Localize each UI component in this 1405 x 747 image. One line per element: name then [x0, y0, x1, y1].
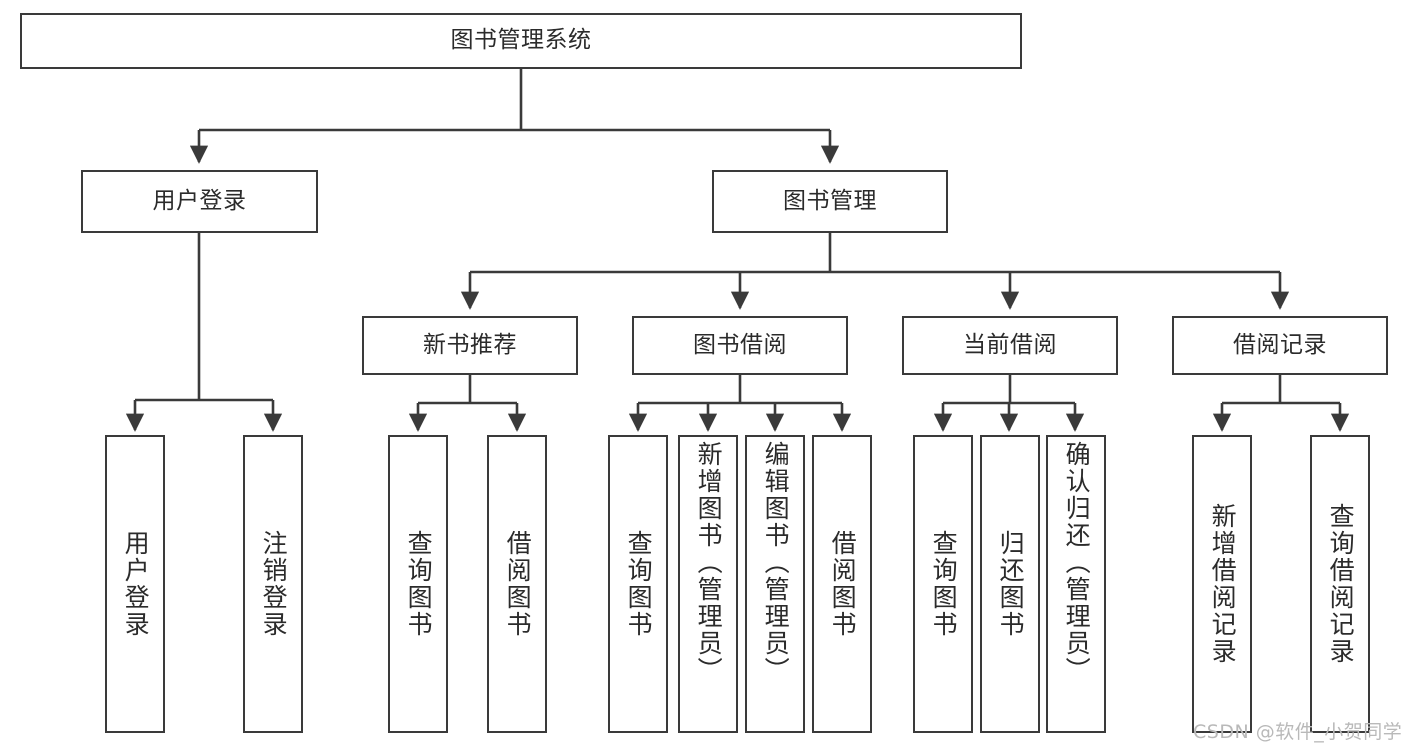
node-label: 图书管理系统: [450, 27, 592, 54]
leaf-user-login[interactable]: 用户登录: [105, 435, 165, 733]
node-label: 借阅图书: [503, 530, 533, 638]
node-label: 用户登录: [152, 187, 247, 214]
node-label: 注销登录: [259, 530, 289, 638]
node-label: 归还图书: [996, 530, 1026, 638]
node-label: 查询图书: [929, 530, 959, 638]
node-label: 查询借阅记录: [1326, 503, 1356, 665]
leaf-borrow-book[interactable]: 借阅图书: [812, 435, 872, 733]
leaf-query-borrow-record[interactable]: 查询借阅记录: [1310, 435, 1370, 733]
node-label: 确认归还（管理员）: [1062, 441, 1092, 684]
node-label: 编辑图书（管理员）: [761, 441, 791, 684]
node-label: 当前借阅: [963, 331, 1057, 358]
node-label: 新书推荐: [423, 331, 517, 358]
node-root-system[interactable]: 图书管理系统: [20, 13, 1022, 69]
node-current-borrow[interactable]: 当前借阅: [902, 316, 1118, 375]
node-new-book-recommend[interactable]: 新书推荐: [362, 316, 578, 375]
node-label: 借阅图书: [828, 530, 858, 638]
leaf-confirm-return-admin[interactable]: 确认归还（管理员）: [1046, 435, 1106, 733]
node-borrow-record[interactable]: 借阅记录: [1172, 316, 1388, 375]
node-label: 新增借阅记录: [1208, 503, 1238, 665]
leaf-add-borrow-record[interactable]: 新增借阅记录: [1192, 435, 1252, 733]
leaf-query-book-current[interactable]: 查询图书: [913, 435, 973, 733]
leaf-add-book-admin[interactable]: 新增图书（管理员）: [678, 435, 738, 733]
node-label: 查询图书: [404, 530, 434, 638]
node-label: 用户登录: [121, 530, 151, 638]
leaf-query-book-borrow[interactable]: 查询图书: [608, 435, 668, 733]
node-label: 查询图书: [624, 530, 654, 638]
leaf-user-logout[interactable]: 注销登录: [243, 435, 303, 733]
leaf-borrow-book-recommend[interactable]: 借阅图书: [487, 435, 547, 733]
node-label: 图书管理: [783, 187, 877, 214]
node-book-management[interactable]: 图书管理: [712, 170, 948, 233]
node-label: 借阅记录: [1233, 331, 1327, 358]
leaf-query-book-recommend[interactable]: 查询图书: [388, 435, 448, 733]
node-label: 图书借阅: [693, 331, 787, 358]
node-user-login[interactable]: 用户登录: [81, 170, 318, 233]
leaf-return-book[interactable]: 归还图书: [980, 435, 1040, 733]
node-book-borrow[interactable]: 图书借阅: [632, 316, 848, 375]
node-label: 新增图书（管理员）: [694, 441, 724, 684]
leaf-edit-book-admin[interactable]: 编辑图书（管理员）: [745, 435, 805, 733]
csdn-watermark: CSDN @软件_小贺同学: [1193, 721, 1403, 743]
